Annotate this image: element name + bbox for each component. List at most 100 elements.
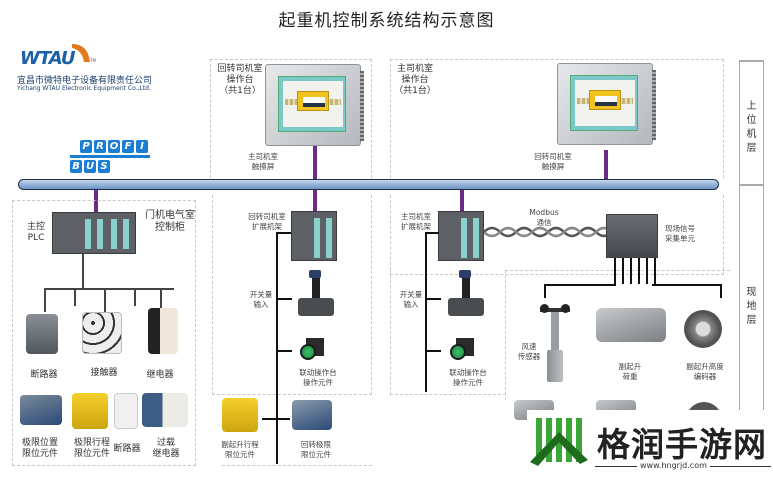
- slew-hmi-drop: [313, 146, 317, 180]
- branch-drop: [74, 288, 76, 306]
- main-rack-drop: [460, 190, 464, 212]
- row2-label-limit-position: 极限位置 限位元件: [21, 438, 58, 459]
- io-wire: [622, 258, 624, 284]
- main-rack-label: 主司机室 扩展机架: [401, 212, 431, 231]
- io-wire: [630, 258, 632, 284]
- profibus-letter-tile: F: [122, 140, 134, 153]
- plc-trunk: [82, 254, 84, 288]
- io-wire: [614, 258, 616, 284]
- slew-rack-tap: [276, 232, 291, 234]
- slew-rack-box: [212, 195, 372, 395]
- watermark: 格润手游网 www.hngrjd.com: [527, 410, 773, 477]
- row2-label-overload: 过载 继电器: [152, 438, 180, 459]
- diagram-title: 起重机控制系统结构示意图: [278, 11, 495, 31]
- row1-label-contactor: 接触器: [90, 368, 118, 378]
- hoist-travel-limit-device: [222, 398, 258, 432]
- io-drop-left: [544, 284, 546, 298]
- io-wire: [638, 258, 640, 284]
- slew-ops-label: 联动操作台 操作元件: [299, 368, 337, 387]
- main-button-tap: [425, 350, 441, 352]
- mini-breaker-device: [114, 393, 138, 429]
- slew-bottom-tap: [262, 418, 290, 420]
- main-expansion-rack: [438, 211, 484, 261]
- anemometer-device: [540, 304, 570, 384]
- profibus-letter-tile: S: [98, 160, 110, 173]
- limit-switch-device: [20, 395, 62, 425]
- upper-layer-band: 上 位 机 层: [739, 60, 764, 184]
- row2-label-breaker: 断路器: [113, 444, 141, 454]
- main-rack-trunk: [425, 232, 427, 392]
- slew-joystick: [298, 270, 334, 316]
- slew-expansion-rack: [291, 211, 337, 261]
- overload-relay-device: [142, 393, 188, 427]
- slew-limit-label: 回转极限 限位元件: [301, 440, 331, 459]
- modbus-cable: [484, 226, 608, 238]
- main-ops-label: 联动操作台 操作元件: [449, 368, 487, 387]
- slew-rack-label: 回转司机室 扩展机架: [248, 212, 286, 231]
- logo-swoosh-icon: [72, 44, 90, 62]
- io-bus-right: [652, 284, 722, 286]
- encoder-label: 副起升高度 编码器: [686, 362, 724, 381]
- company-name-cn: 宜昌市微特电子设备有限责任公司: [17, 76, 153, 86]
- watermark-url: www.hngrjd.com: [637, 461, 710, 470]
- main-plc-label: 主控 PLC: [26, 222, 45, 243]
- watermark-logo-icon: [530, 418, 588, 466]
- profibus-letter-tile: B: [70, 160, 82, 173]
- slew-console-title: 回转司机室 操作台 （共1台）: [217, 64, 263, 96]
- logo-tm: TM: [90, 58, 96, 63]
- row1-label-breaker: 断路器: [30, 370, 58, 380]
- io-wire: [654, 258, 656, 284]
- branch-drop: [160, 288, 162, 312]
- watermark-name: 格润手游网: [597, 425, 767, 464]
- main-hmi-drop: [604, 150, 608, 180]
- main-console-box: [390, 59, 724, 178]
- upper-layer-label: 上 位 机 层: [746, 101, 757, 154]
- io-bus-left: [544, 284, 616, 286]
- main-pushbutton: [450, 338, 474, 362]
- main-plc: [52, 212, 136, 254]
- branch-drop: [104, 288, 106, 312]
- main-console-title: 主司机室 操作台 （共1台）: [394, 64, 436, 96]
- branch-drop: [134, 288, 136, 306]
- slew-bottom-box: [222, 396, 372, 466]
- main-switch-input-label: 开关量 输入: [399, 290, 423, 309]
- main-joystick-tap: [425, 298, 441, 300]
- main-rack-box: [390, 195, 724, 275]
- hoist-travel-limit-label: 副起升行程 限位元件: [221, 440, 259, 459]
- profibus-letter-tile: U: [84, 160, 96, 173]
- gantry-cabinet-box: [12, 200, 196, 466]
- row1-label-relay: 继电器: [146, 370, 174, 380]
- profibus-letter-tile: O: [108, 140, 120, 153]
- field-layer-label: 现 地 层: [746, 287, 757, 326]
- slew-pushbutton: [300, 338, 324, 362]
- io-wire: [646, 258, 648, 284]
- company-logo: WTAU TM 宜昌市微特电子设备有限责任公司 Yichang WTAU Ele…: [17, 40, 190, 100]
- field-layer-band: 现 地 层: [739, 184, 764, 424]
- breaker-device: [26, 314, 58, 354]
- row2-label-limit-travel: 极限行程 限位元件: [73, 438, 110, 459]
- slew-screen-label: 主司机室 触摸屏: [248, 152, 278, 171]
- profibus-letter-tile: R: [94, 140, 106, 153]
- plc-branch: [44, 288, 174, 290]
- company-name-en: Yichang WTAU Electronic Equipment Co.,Lt…: [17, 85, 151, 92]
- slew-rack-drop: [313, 190, 317, 212]
- io-drop-right: [720, 284, 722, 298]
- slew-touchscreen: [265, 64, 364, 146]
- main-ops-box: [390, 270, 506, 395]
- profibus-letter-tile: I: [136, 140, 148, 153]
- field-devices-box: [505, 270, 730, 400]
- load-cell-label: 副起升 荷重: [618, 362, 642, 381]
- slew-button-tap: [276, 350, 292, 352]
- main-touchscreen: [557, 63, 656, 145]
- field-unit-label: 现场信号 采集单元: [665, 224, 695, 243]
- main-joystick: [448, 270, 484, 316]
- travel-limit-device: [72, 393, 108, 429]
- relay-device: [148, 308, 178, 354]
- branch-drop: [44, 288, 46, 312]
- slew-console-box: [210, 59, 372, 178]
- encoder-device: [684, 310, 722, 348]
- logo-wordmark: WTAU: [20, 48, 75, 69]
- anemometer-label: 风速 传感器: [517, 342, 541, 361]
- field-acquisition-unit: [606, 214, 658, 258]
